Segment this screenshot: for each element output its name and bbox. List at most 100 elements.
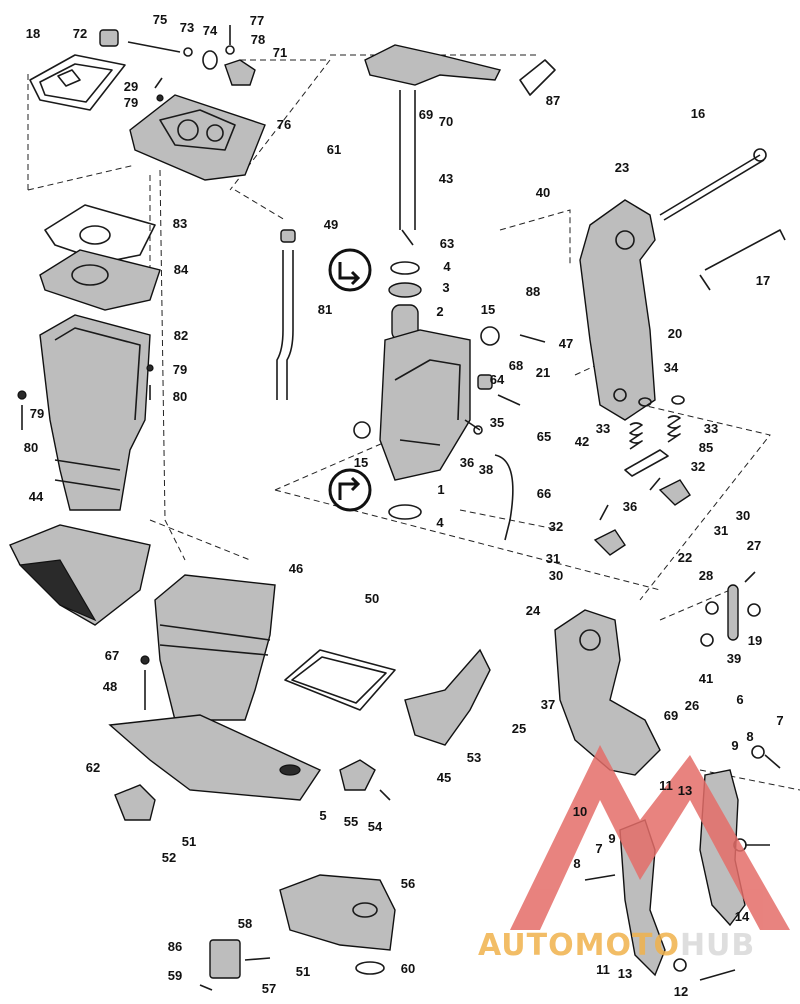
clamp-bracket-23 [579, 199, 656, 421]
part-number-label: 86 [168, 939, 182, 954]
part-number-label: 25 [512, 721, 526, 736]
part-number-label: 76 [277, 117, 291, 132]
part-number-label: 51 [296, 964, 310, 979]
part-number-label: 58 [238, 916, 252, 931]
part-number-label: 73 [180, 20, 194, 35]
part-number-label: 21 [536, 365, 550, 380]
part-number-label: 70 [439, 114, 453, 129]
exhaust-housing-84 [39, 249, 161, 311]
logo-text-c: HUB [680, 928, 755, 963]
part-number-label: 80 [24, 440, 38, 455]
part-number-label: 35 [490, 415, 504, 430]
part-number-label: 33 [704, 421, 718, 436]
part-number-label: 16 [691, 106, 705, 121]
part-number-label: 49 [324, 217, 338, 232]
part-number-label: 9 [731, 738, 738, 753]
part-number-label: 81 [318, 302, 332, 317]
part-number-label: 48 [103, 679, 117, 694]
part-number-label: 15 [354, 455, 368, 470]
part-number-label: 64 [490, 372, 505, 387]
part-number-label: 75 [153, 12, 167, 27]
steering-arm [364, 44, 502, 246]
part-number-label: 79 [124, 95, 138, 110]
part-number-label: 20 [668, 326, 682, 341]
part-number-label: 28 [699, 568, 713, 583]
part-number-label: 36 [460, 455, 474, 470]
exhaust-tube-82 [39, 314, 151, 511]
part-number-label: 32 [549, 519, 563, 534]
part-number-label: 60 [401, 961, 415, 976]
shift-rod-cover-45 [404, 648, 491, 746]
part-number-label: 57 [262, 981, 276, 996]
part-number-label: 13 [618, 966, 632, 981]
stud-48 [140, 655, 150, 710]
part-number-label: 52 [162, 850, 176, 865]
part-number-label: 19 [748, 633, 762, 648]
swivel-bracket-1 [379, 329, 471, 481]
part-number-label: 23 [615, 160, 629, 175]
part-number-label: 5 [319, 808, 326, 823]
lower-mount-56 [199, 874, 396, 991]
part-number-label: 88 [526, 284, 540, 299]
part-number-label: 37 [541, 697, 555, 712]
part-number-label: 13 [678, 783, 692, 798]
direction-arrow-bottom [328, 468, 372, 512]
part-number-label: 82 [174, 328, 188, 343]
part-number-label: 61 [327, 142, 341, 157]
part-number-label: 10 [573, 804, 587, 819]
part-number-label: 30 [549, 568, 563, 583]
part-number-label: 83 [173, 216, 187, 231]
part-number-label: 50 [365, 591, 379, 606]
small-screws-left [17, 364, 154, 430]
part-number-label: 6 [736, 692, 743, 707]
tilt-lever-85 [624, 449, 669, 477]
part-number-label: 24 [526, 603, 541, 618]
exhaust-cover-plate [29, 54, 126, 111]
part-number-label: 30 [736, 508, 750, 523]
link-39 [700, 571, 761, 647]
part-number-label: 79 [173, 362, 187, 377]
part-number-label: 27 [747, 538, 761, 553]
part-number-label: 67 [105, 648, 119, 663]
adapter-plate [129, 94, 266, 181]
part-number-label: 72 [73, 26, 87, 41]
tilt-rod-16 [659, 148, 767, 221]
seal-50 [284, 649, 396, 711]
part-number-label: 54 [368, 819, 383, 834]
springs-33 [629, 395, 685, 450]
mount-62 [114, 784, 156, 821]
part-number-label: 63 [440, 236, 454, 251]
part-number-label: 3 [442, 280, 449, 295]
part-number-label: 12 [674, 984, 688, 999]
bracket-87 [519, 59, 556, 96]
part-number-label: 80 [173, 389, 187, 404]
tube-81 [276, 229, 296, 400]
part-number-label: 51 [182, 834, 196, 849]
part-number-label: 34 [664, 360, 679, 375]
gasket-83 [44, 204, 156, 263]
direction-arrow-top [328, 248, 372, 292]
part-number-label: 56 [401, 876, 415, 891]
part-number-label: 11 [659, 778, 673, 793]
part-number-label: 77 [250, 13, 264, 28]
part-number-label: 68 [509, 358, 523, 373]
part-number-label: 4 [443, 259, 451, 274]
part-number-label: 59 [168, 968, 182, 983]
logo-text-a: AUTO [478, 928, 575, 963]
part-number-label: 46 [289, 561, 303, 576]
part-number-label: 7 [595, 841, 602, 856]
logo-mountain-shape [510, 745, 790, 930]
part-number-label: 31 [546, 551, 560, 566]
part-number-label: 53 [467, 750, 481, 765]
part-number-label: 1 [437, 482, 444, 497]
part-number-label: 71 [273, 45, 287, 60]
part-number-label: 55 [344, 814, 358, 829]
part-number-label: 8 [573, 856, 580, 871]
part-number-label: 65 [537, 429, 551, 444]
part-number-label: 40 [536, 185, 550, 200]
part-number-label: 4 [436, 515, 444, 530]
part-number-label: 84 [174, 262, 189, 277]
part-number-label: 7 [776, 713, 783, 728]
part-number-label: 79 [30, 406, 44, 421]
